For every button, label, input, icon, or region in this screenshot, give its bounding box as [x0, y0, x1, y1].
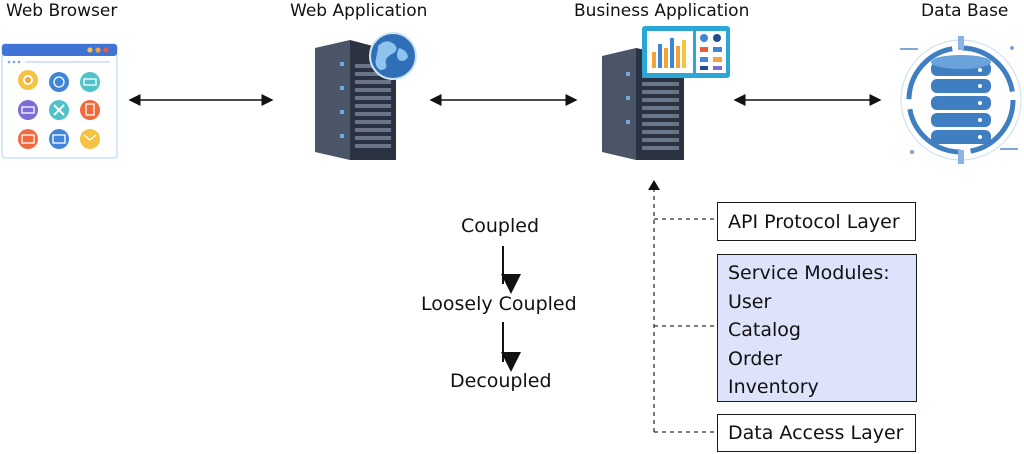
web-browser-icon: [1, 43, 118, 159]
api-protocol-layer-label: API Protocol Layer: [728, 210, 900, 233]
dashboard-panel-icon: [642, 26, 730, 78]
api-protocol-layer-box: API Protocol Layer: [717, 202, 916, 241]
loosely-coupled-label: Loosely Coupled: [421, 293, 577, 315]
globe-icon: [369, 32, 417, 80]
decoupled-label: Decoupled: [450, 370, 552, 392]
data-base-title: Data Base: [921, 1, 1009, 21]
web-browser-title: Web Browser: [6, 1, 118, 21]
web-application-title: Web Application: [290, 1, 428, 21]
up-arrow-to-business-app: [648, 180, 660, 190]
data-access-layer-label: Data Access Layer: [728, 422, 904, 444]
business-application-title: Business Application: [574, 1, 750, 21]
service-modules-box: Service Modules: User Catalog Order Inve…: [717, 254, 917, 402]
service-module-inventory: Inventory: [728, 376, 819, 398]
service-module-order: Order: [728, 347, 782, 370]
service-modules-title: Service Modules:: [728, 262, 890, 284]
service-module-user: User: [728, 290, 772, 313]
service-module-catalog: Catalog: [728, 319, 801, 341]
coupled-label: Coupled: [461, 215, 540, 237]
data-access-layer-box: Data Access Layer: [717, 414, 916, 452]
database-icon: [900, 36, 1022, 164]
